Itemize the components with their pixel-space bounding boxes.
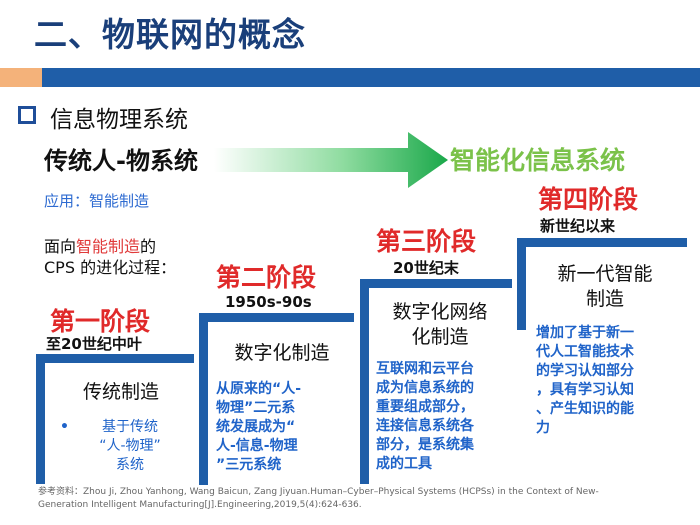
application-text: 应用：智能制造 [44,192,150,210]
stage-3-period: 20世纪末 [393,259,459,277]
stage-2-desc-line: 统发展成为“ [216,419,296,435]
stage-3-heading-line: 数字化网络 [392,301,488,323]
stage-3-bar-vertical [360,279,369,484]
page-title: 二、物联网的概念 [34,15,306,54]
stage-2-period: 1950s-90s [225,293,312,311]
stage-2-desc-line: 物理”二元系 [216,400,296,416]
stage-4-desc-line: 代人工智能技术 [536,344,634,360]
stage-4-desc-line: 力 [536,420,550,436]
stage-2-desc-line: 从原来的“人- [216,381,302,397]
evolution-highlight: 智能制造 [76,237,141,256]
stage-3-bar-horizontal [360,279,512,288]
reference-line: 参考资料：Zhou Ji, Zhou Yanhong, Wang Baicun,… [38,487,599,497]
stage-1-bullet: • [60,419,69,435]
stage-1-desc-line: “人-物理” [99,438,161,454]
evolution-prefix: 面向 [44,237,77,256]
stage-4-heading: 新一代智能 制造 [527,262,683,312]
stage-1-desc-line: 系统 [116,457,144,473]
stage-1-description: 基于传统 “人-物理” 系统 [70,418,190,475]
arrow-left-label: 传统人-物系统 [44,147,198,175]
stage-2-title: 第二阶段 [216,263,317,292]
stage-3-desc-line: 连接信息系统各 [376,418,474,434]
stage-4-desc-line: 增加了基于新一 [536,325,634,341]
stage-2-bar-vertical [199,313,208,485]
evolution-line-2: CPS 的进化过程： [44,258,177,277]
arrow-right-label: 智能化信息系统 [450,146,626,175]
evolution-suffix: 的 [140,237,157,256]
stage-1-desc-line: 基于传统 [102,419,158,435]
stage-1-period: 至20世纪中叶 [46,335,142,353]
stage-4-desc-line: ，具有学习认知 [536,382,634,398]
stage-4-bar-horizontal [517,238,687,247]
stage-3-desc-line: 互联网和云平台 [376,361,474,377]
stage-1-bar-vertical [36,354,45,484]
stage-2-desc-line: ”三元系统 [216,457,282,473]
stage-1-heading: 传统制造 [82,381,159,403]
stage-2-bar-horizontal [199,313,354,322]
reference-note: 参考资料：Zhou Ji, Zhou Yanhong, Wang Baicun,… [38,486,678,512]
stage-2-description: 从原来的“人- 物理”二元系 统发展成为“ 人-信息-物理 ”三元系统 [216,380,356,475]
stage-3-description: 互联网和云平台 成为信息系统的 重要组成部分， 连接信息系统各 部分，是系统集 … [376,360,512,474]
stage-4-heading-line: 制造 [585,288,624,310]
stage-2-desc-line: 人-信息-物理 [216,438,298,454]
stage-4-bar-vertical [517,238,526,330]
stage-3-heading-line: 化制造 [411,326,469,348]
evolution-line-1: 面向智能制造的 [44,233,156,257]
stage-3-heading: 数字化网络 化制造 [370,300,510,350]
stage-4-heading-line: 新一代智能 [557,263,653,285]
header-band-accent [0,68,42,87]
reference-line: Generation Intelligent Manufacturing[J].… [38,500,362,510]
stage-3-desc-line: 成为信息系统的 [376,380,474,396]
stage-1-title: 第一阶段 [50,307,151,336]
stage-3-desc-line: 重要组成部分， [376,399,474,415]
stage-3-desc-line: 部分，是系统集 [376,437,474,453]
stage-4-description: 增加了基于新一 代人工智能技术 的学习认知部分 ，具有学习认知 、产生知识的能 … [536,324,686,438]
square-bullet-icon [18,106,36,124]
gradient-arrow-icon [214,132,448,188]
stage-3-desc-line: 成的工具 [376,456,432,472]
stage-3-title: 第三阶段 [376,227,477,256]
stage-4-period: 新世纪以来 [540,217,616,235]
stage-2-heading: 数字化制造 [234,342,330,364]
stage-4-title: 第四阶段 [538,185,639,214]
section-subtitle: 信息物理系统 [50,107,188,133]
header-band [42,68,700,87]
stage-4-desc-line: 的学习认知部分 [536,363,634,379]
stage-1-bar-horizontal [36,354,194,363]
stage-4-desc-line: 、产生知识的能 [536,401,634,417]
